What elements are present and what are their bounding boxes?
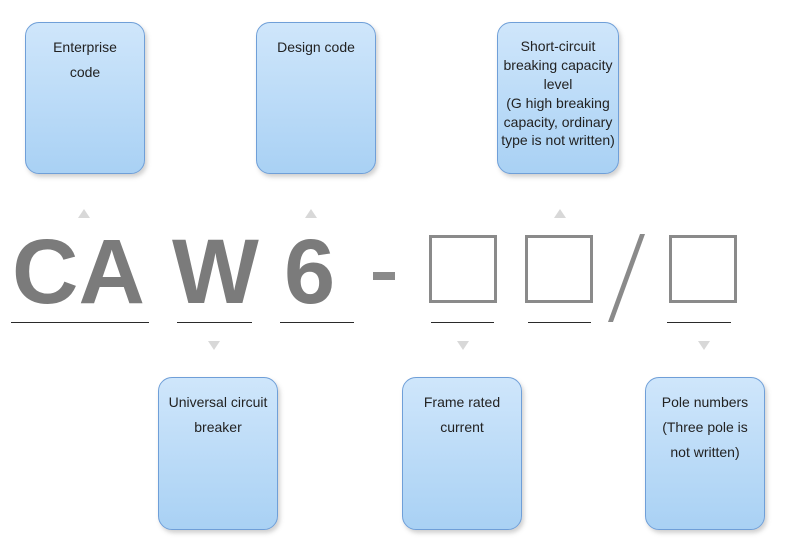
pole-numbers-box: Pole numbers (Three pole is not written) bbox=[645, 377, 765, 530]
placeholder-square bbox=[525, 235, 593, 303]
placeholder-square bbox=[669, 235, 737, 303]
breaking-capacity-label: Short-circuit breaking capacity level (G… bbox=[501, 38, 615, 149]
placeholder-square bbox=[429, 235, 497, 303]
underline bbox=[528, 322, 591, 323]
arrow-down-icon bbox=[698, 341, 710, 350]
frame-current-label: Frame rated current bbox=[423, 394, 501, 436]
breaking-capacity-box: Short-circuit breaking capacity level (G… bbox=[497, 22, 619, 174]
design-code-box: Design code bbox=[256, 22, 376, 174]
code-slash bbox=[607, 234, 646, 322]
code-6: 6 bbox=[284, 221, 336, 323]
arrow-down-icon bbox=[457, 341, 469, 350]
design-code-label: Design code bbox=[277, 39, 355, 55]
code-ca: CA bbox=[12, 221, 145, 323]
arrow-up-icon bbox=[305, 209, 317, 218]
universal-breaker-box: Universal circuit breaker bbox=[158, 377, 278, 530]
code-w: W bbox=[172, 221, 259, 323]
enterprise-code-label: Enterprise code bbox=[53, 39, 117, 81]
arrow-down-icon bbox=[208, 341, 220, 350]
arrow-up-icon bbox=[78, 209, 90, 218]
underline bbox=[11, 322, 149, 323]
underline bbox=[667, 322, 731, 323]
underline bbox=[177, 322, 252, 323]
underline bbox=[431, 322, 494, 323]
universal-breaker-label: Universal circuit breaker bbox=[168, 394, 268, 436]
underline bbox=[280, 322, 354, 323]
pole-numbers-label: Pole numbers (Three pole is not written) bbox=[661, 394, 749, 461]
arrow-up-icon bbox=[554, 209, 566, 218]
code-dash bbox=[373, 272, 395, 280]
enterprise-code-box: Enterprise code bbox=[25, 22, 145, 174]
frame-current-box: Frame rated current bbox=[402, 377, 522, 530]
